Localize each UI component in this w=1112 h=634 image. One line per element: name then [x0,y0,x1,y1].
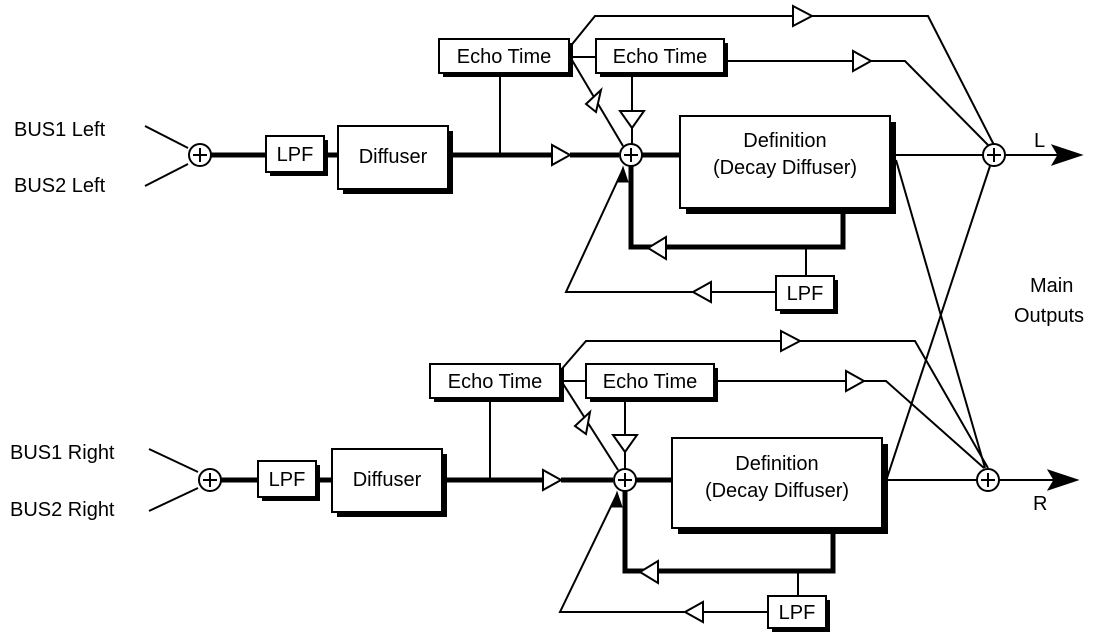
left-output-arrow [1050,144,1084,166]
output-sum-left [982,143,1006,167]
echo-time-1-left: Echo Time [438,38,573,77]
bus2-right-wire [148,487,199,512]
main-outputs-label-2: Outputs [1014,305,1084,327]
bus2-left-label: BUS2 Left [14,175,106,197]
echo-time-1-label-right: Echo Time [448,371,542,393]
output-sum-right [976,468,1000,492]
feedback-gain-right [638,559,659,585]
feedback-loop-right [622,491,836,574]
decay-diffuser-label-left: (Decay Diffuser) [713,157,857,179]
echo-2-output-left [728,60,989,146]
bus2-right-label: BUS2 Right [10,499,115,521]
echo-2-gain-left [852,49,874,73]
bus2-left-wire [144,163,189,187]
bus1-left-label: BUS1 Left [14,119,106,141]
echo-time-2-label-right: Echo Time [603,371,697,393]
feedback-lpf-left: LPF [775,275,838,314]
echo-time-1-right: Echo Time [429,363,564,402]
feedback-lpf-right: LPF [767,595,830,632]
feedback-loop-left [628,166,846,250]
input-sum-left [188,143,212,167]
diffuser-label-right: Diffuser [353,469,422,491]
crossfeed-right-to-left [886,165,991,479]
echo-time-1-label-left: Echo Time [457,46,551,68]
lpf-block-right: LPF [257,460,320,501]
bus1-right-label: BUS1 Right [10,442,115,464]
right-channel-path: BUS1 Right BUS2 Right LPF Diffuser Ec [10,329,1080,632]
feedback-gain-left [646,235,667,261]
echo-2-down-gain-left [618,110,646,130]
echo-time-2-right: Echo Time [585,363,718,402]
bypass-line-top-left [568,15,995,146]
diffuser-label-left: Diffuser [359,146,428,168]
echo-2-down-gain-right [611,434,639,454]
input-gain-right [542,468,564,492]
diffuser-block-right: Diffuser [331,448,447,517]
bus1-left-wire [144,125,189,149]
echo-time-2-left: Echo Time [595,38,728,77]
lpf-label-right: LPF [269,469,306,491]
lpf-return-arrowhead-right [611,490,623,508]
lpf-label-left: LPF [277,144,314,166]
lpf-return-gain-left [690,280,712,304]
main-outputs-label-1: Main [1030,275,1073,297]
feedback-sum-right [613,468,637,492]
decay-diffuser-label-right: (Decay Diffuser) [705,480,849,502]
echo-time-2-label-left: Echo Time [613,46,707,68]
bypass-line-top-right [559,340,989,469]
input-gain-left [551,143,573,167]
bypass-gain-top-left [792,4,815,28]
left-output-label: L [1034,130,1045,152]
echo-2-output-right [718,380,985,469]
lpf-block-left: LPF [265,135,328,176]
diffuser-block-left: Diffuser [337,125,453,194]
bus1-right-wire [148,448,199,473]
echo-2-gain-right [845,369,867,393]
feedback-lpf-label-right: LPF [779,602,816,624]
definition-block-right: Definition (Decay Diffuser) [671,437,888,534]
definition-label-left: Definition [743,130,826,152]
lpf-return-gain-right [682,600,704,624]
right-output-label: R [1033,493,1047,515]
echo-1-gain-left [584,87,603,114]
input-sum-right [198,468,222,492]
bypass-gain-top-right [780,329,803,353]
feedback-sum-left [619,143,643,167]
right-output-arrow [1046,469,1080,491]
echo-1-gain-right [573,409,592,436]
definition-label-right: Definition [735,453,818,475]
left-channel-path: BUS1 Left BUS2 Left LPF Diffuser [14,4,1084,314]
feedback-lpf-label-left: LPF [787,283,824,305]
echo-1-to-sum-right [559,378,619,471]
definition-block-left: Definition (Decay Diffuser) [679,115,896,214]
lpf-return-arrowhead-left [617,165,629,183]
